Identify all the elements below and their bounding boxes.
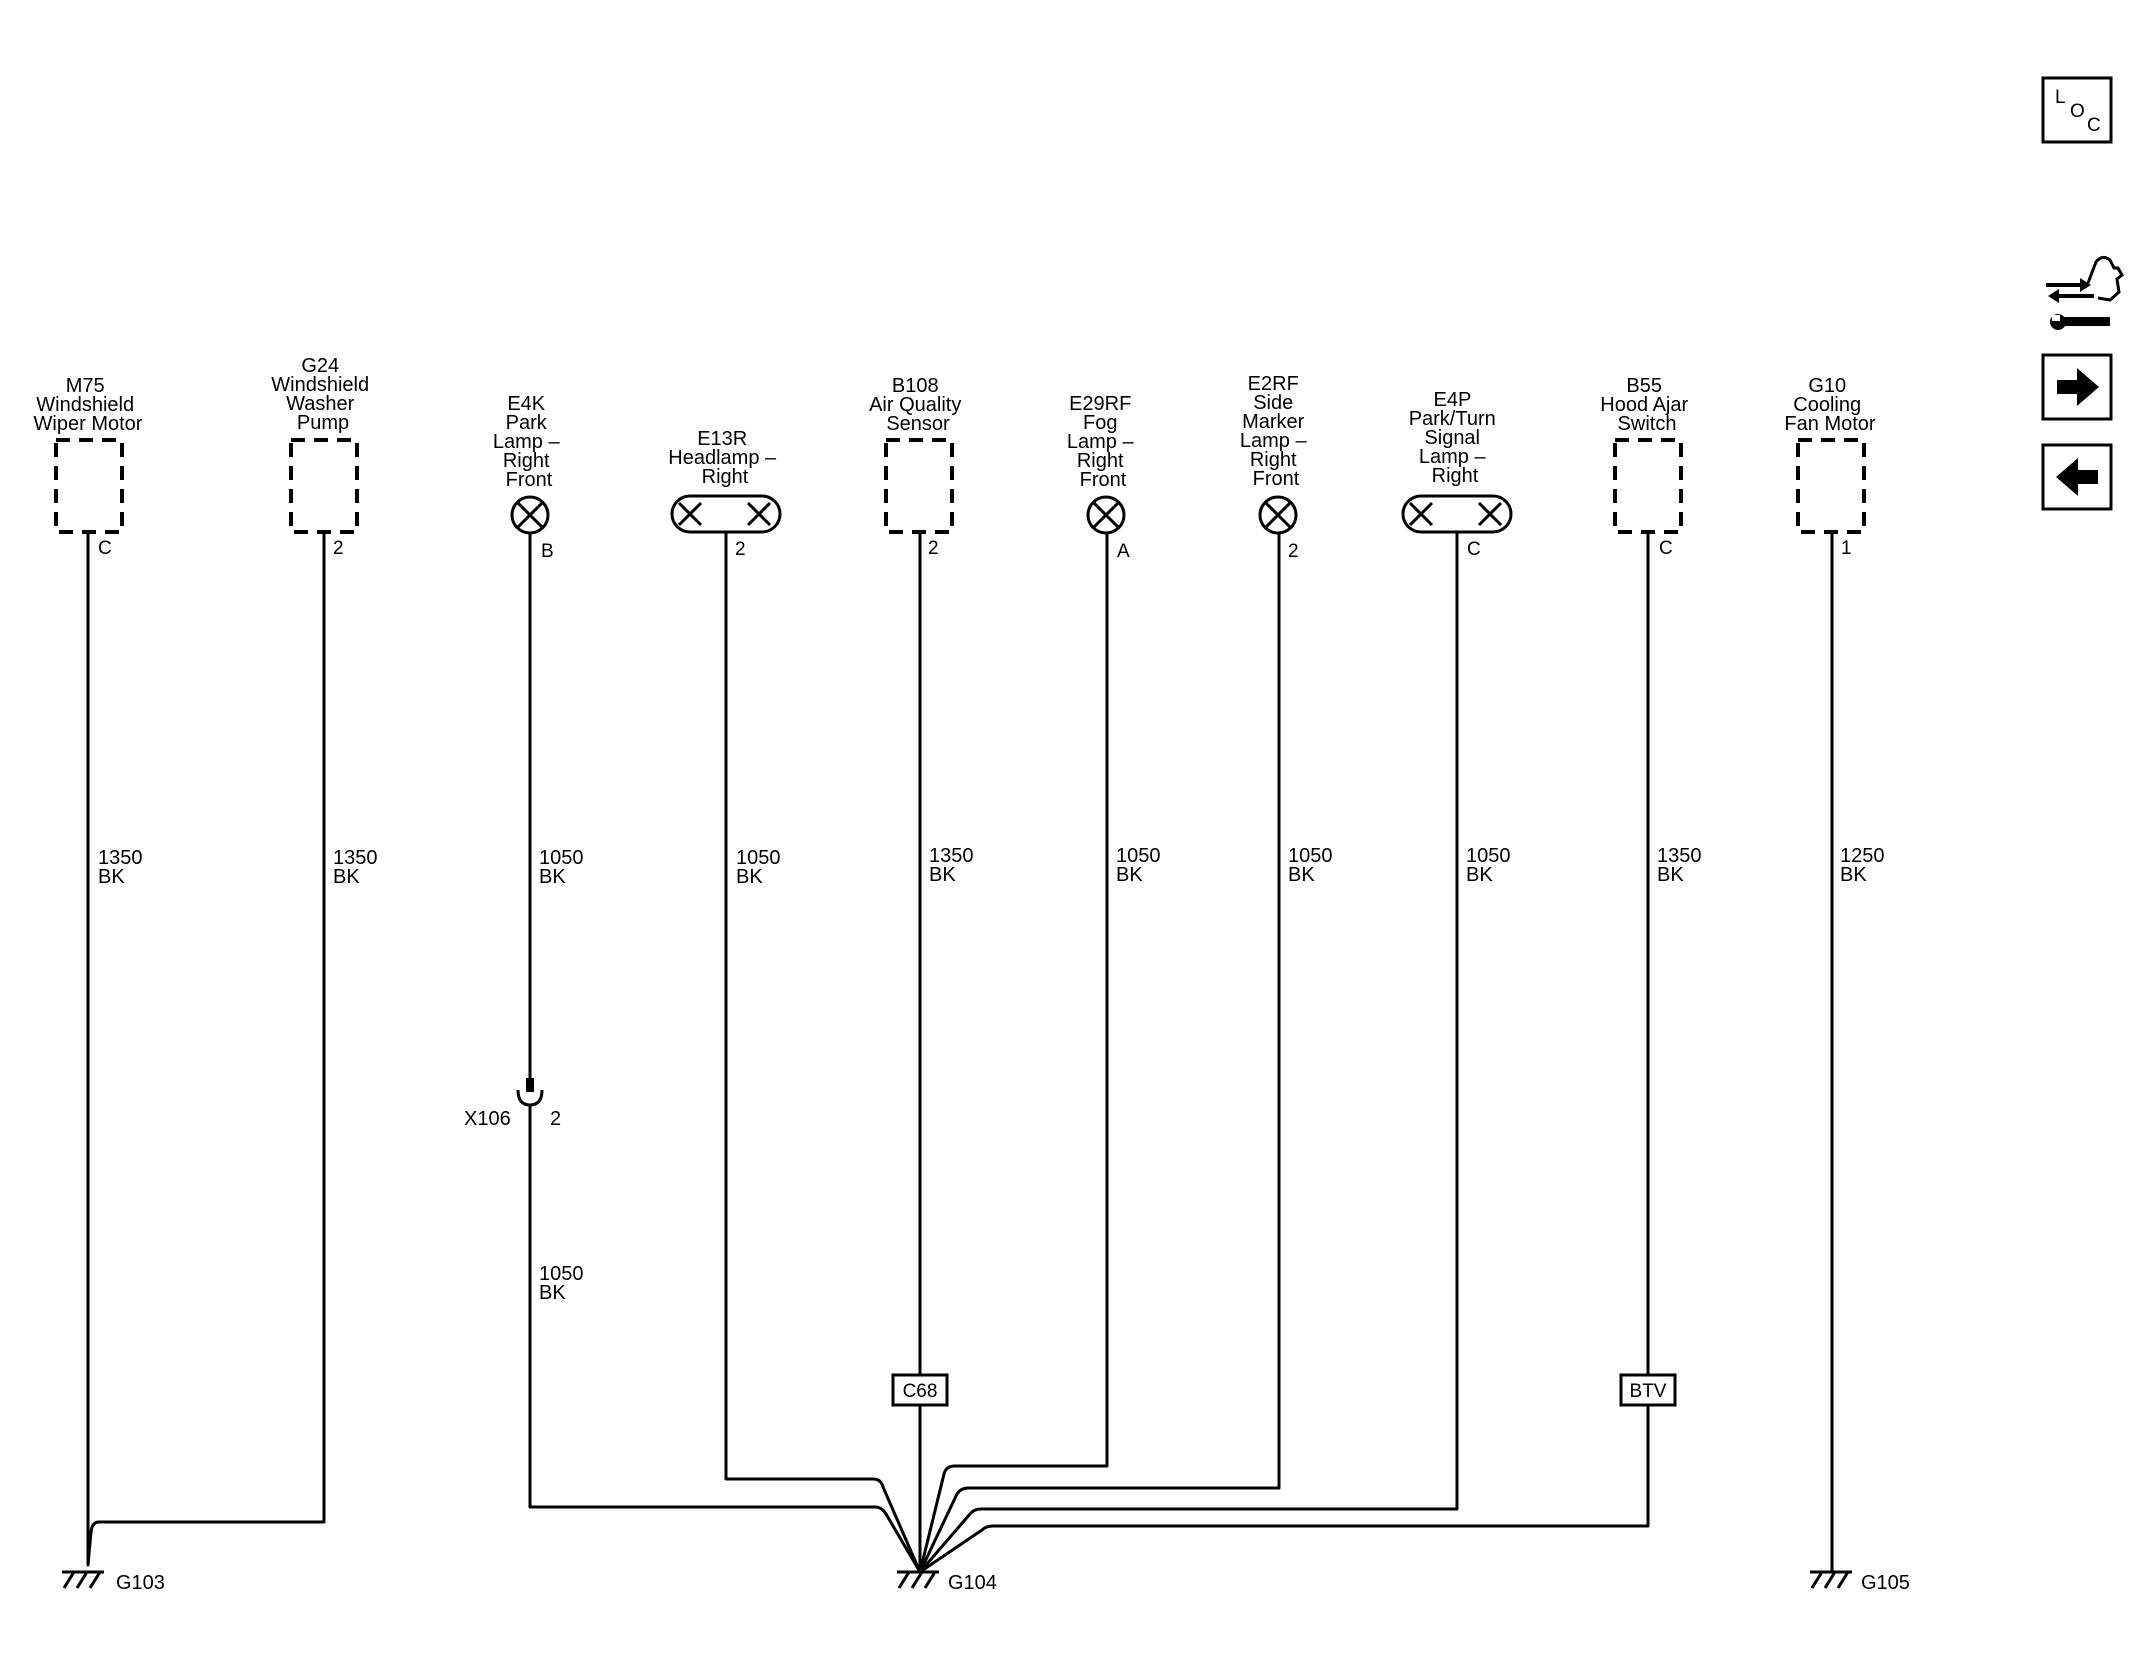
component-label: M75 Windshield Wiper Motor — [34, 375, 143, 435]
component-label: E13R Headlamp – Right — [668, 428, 781, 488]
arrow-right-icon — [2057, 368, 2099, 406]
pin-label: 1 — [1841, 538, 1852, 559]
dashed-component-box — [1613, 438, 1683, 534]
wire-e13r — [724, 532, 922, 1573]
component-label: B55 Hood Ajar Switch — [1600, 375, 1693, 435]
component-e2rf: E2RF Side Marker Lamp – Right Front 2 — [1240, 373, 1312, 562]
ground-label: G104 — [948, 1572, 997, 1594]
wire-label-e4k-lower: 1050 BK — [539, 1263, 589, 1304]
component-label: G24 Windshield Washer Pump — [271, 355, 374, 434]
loc-button[interactable]: L O C — [2041, 76, 2113, 144]
wire-label-g10: 1250 BK — [1840, 845, 1890, 886]
wire-e4k-lower — [528, 1105, 922, 1573]
next-page-button[interactable] — [2041, 353, 2113, 421]
wire-label-e13r: 1050 BK — [736, 847, 786, 888]
svg-text:C: C — [2087, 115, 2101, 136]
previous-page-button[interactable] — [2041, 443, 2113, 511]
component-g10: G10 Cooling Fan Motor 1 — [1784, 375, 1875, 559]
inline-connector-x106: X106 2 — [464, 1078, 561, 1130]
dashed-component-box — [1796, 438, 1866, 534]
ground-label: G105 — [1861, 1572, 1910, 1594]
pin-label: C — [1467, 539, 1481, 560]
splice-label: BTV — [1630, 1381, 1667, 1402]
pin-label: 2 — [735, 539, 746, 560]
wire-label-e2rf: 1050 BK — [1288, 845, 1338, 886]
connector-pin: 2 — [550, 1108, 561, 1130]
component-m75: M75 Windshield Wiper Motor C — [34, 375, 143, 559]
lamp-icon — [510, 495, 550, 535]
wire-label-e29rf: 1050 BK — [1116, 845, 1166, 886]
ground-g103: G103 — [62, 1570, 165, 1594]
ground-g105: G105 — [1810, 1570, 1910, 1594]
wire-g24 — [86, 532, 326, 1566]
dashed-component-box — [884, 438, 954, 534]
ground-label: G103 — [116, 1572, 165, 1594]
lamp-icon — [1258, 495, 1298, 535]
pin-label: A — [1117, 541, 1130, 562]
component-g24: G24 Windshield Washer Pump 2 — [271, 355, 374, 559]
pin-label: C — [98, 538, 112, 559]
tools-icon — [2046, 255, 2124, 330]
pin-label: B — [541, 541, 554, 562]
component-label: E29RF Fog Lamp – Right Front — [1067, 393, 1139, 491]
component-b55: B55 Hood Ajar Switch C — [1600, 375, 1693, 559]
pin-label: 2 — [1288, 541, 1299, 562]
wire-label-m75: 1350 BK — [98, 847, 148, 888]
wire-b55 — [919, 532, 1650, 1574]
component-label: E4K Park Lamp – Right Front — [493, 393, 565, 491]
dashed-component-box — [54, 438, 124, 534]
component-label: E4P Park/Turn Signal Lamp – Right — [1409, 389, 1502, 487]
dual-lamp-icon — [1401, 494, 1513, 534]
arrow-left-icon — [2056, 458, 2098, 496]
component-e4p: E4P Park/Turn Signal Lamp – Right C — [1401, 389, 1513, 560]
svg-text:L: L — [2055, 87, 2066, 108]
pin-label: 2 — [928, 538, 939, 559]
component-label: B108 Air Quality Sensor — [869, 375, 967, 435]
loc-icon: L O C — [2055, 87, 2101, 136]
component-label: G10 Cooling Fan Motor — [1784, 375, 1875, 435]
tools-button[interactable] — [2046, 255, 2124, 330]
wire-e2rf — [918, 533, 1281, 1573]
lamp-icon — [1086, 495, 1126, 535]
svg-text:O: O — [2070, 101, 2085, 122]
pin-label: C — [1659, 538, 1673, 559]
component-label: E2RF Side Marker Lamp – Right Front — [1240, 373, 1312, 490]
wire-label-b108: 1350 BK — [929, 845, 979, 886]
component-e29rf: E29RF Fog Lamp – Right Front A — [1067, 393, 1139, 562]
wire-label-b55: 1350 BK — [1657, 845, 1707, 886]
wire-e4p — [918, 532, 1459, 1573]
splice-label: C68 — [903, 1381, 938, 1402]
component-b108: B108 Air Quality Sensor 2 — [869, 375, 967, 559]
ground-g104: G104 — [897, 1570, 997, 1594]
splice-btv: BTV — [1619, 1373, 1677, 1407]
dashed-component-box — [289, 438, 359, 534]
pin-label: 2 — [333, 538, 344, 559]
wire-label-g24: 1350 BK — [333, 847, 383, 888]
wire-label-e4k: 1050 BK — [539, 847, 589, 888]
connector-name: X106 — [464, 1108, 511, 1130]
wire-label-e4p: 1050 BK — [1466, 845, 1516, 886]
wire-e29rf — [918, 533, 1109, 1573]
dual-lamp-icon — [670, 494, 782, 534]
splice-c68: C68 — [891, 1373, 949, 1407]
